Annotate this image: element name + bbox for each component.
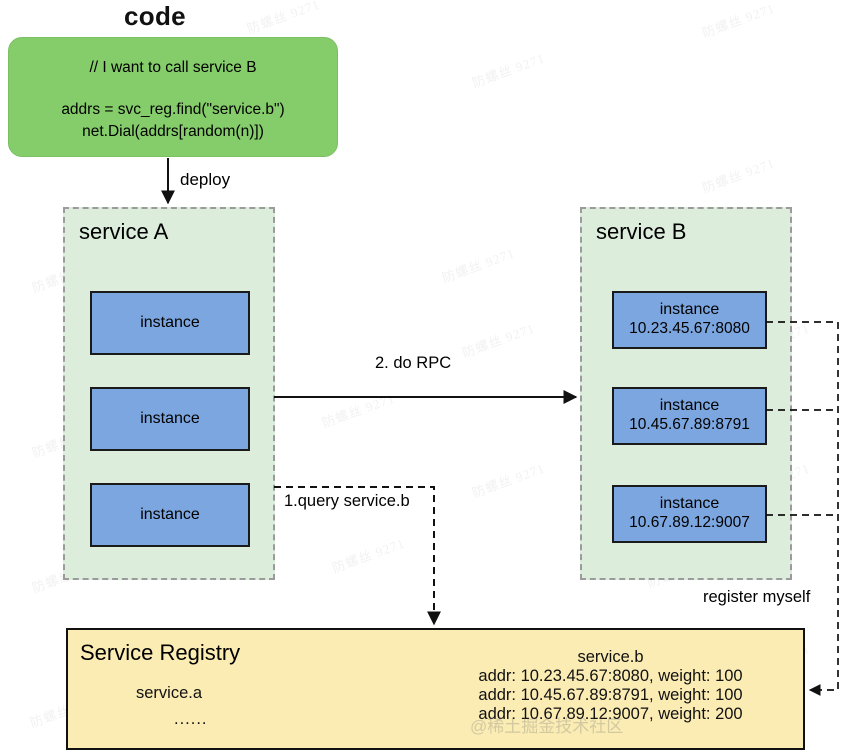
register-arrow <box>808 322 839 696</box>
registry-service-b-block: service.b addr: 10.23.45.67:8080, weight… <box>428 648 793 724</box>
instance-label: instance <box>140 313 200 331</box>
service-a-container: service A instance instance instance <box>63 207 275 580</box>
code-line-1: addrs = svc_reg.find("service.b") <box>61 101 285 118</box>
instance-label: instance <box>659 397 720 415</box>
watermark: 防螺丝 9271 <box>440 245 517 286</box>
registry-entry-row: addr: 10.23.45.67:8080, weight: 100 <box>478 667 743 685</box>
service-registry-container: Service Registry service.a ...... servic… <box>66 628 805 750</box>
rpc-edge-label: 2. do RPC <box>375 354 452 372</box>
service-a-instance: instance <box>90 483 250 547</box>
watermark: 防螺丝 9271 <box>700 0 777 41</box>
registry-ellipsis: ...... <box>174 710 208 728</box>
service-a-instance: instance <box>90 387 250 451</box>
service-b-instance: instance 10.67.89.12:9007 <box>612 485 767 543</box>
instance-label: instance <box>140 505 200 523</box>
service-b-instance: instance 10.45.67.89:8791 <box>612 387 767 445</box>
service-a-title: service A <box>79 219 169 244</box>
registry-entry-row: addr: 10.67.89.12:9007, weight: 200 <box>478 705 743 723</box>
watermark: 防螺丝 9271 <box>320 390 397 431</box>
instance-address: 10.23.45.67:8080 <box>629 320 750 338</box>
instance-address: 10.45.67.89:8791 <box>629 416 750 434</box>
instance-label: instance <box>659 301 720 319</box>
registry-entry-row: addr: 10.45.67.89:8791, weight: 100 <box>478 686 743 704</box>
watermark: 防螺丝 9271 <box>330 535 407 576</box>
watermark: 防螺丝 9271 <box>470 460 547 501</box>
watermark: 防螺丝 9271 <box>245 0 322 37</box>
registry-service-a-entry: service.a <box>136 684 203 702</box>
query-edge-label: 1.query service.b <box>284 492 410 510</box>
watermark: 防螺丝 9271 <box>700 155 777 196</box>
watermark: 防螺丝 9271 <box>460 320 537 361</box>
instance-label: instance <box>140 409 200 427</box>
register-edge-label: register myself <box>703 588 811 606</box>
instance-label: instance <box>659 495 720 513</box>
code-line-2: net.Dial(addrs[random(n)]) <box>82 123 264 140</box>
code-comment-line: // I want to call service B <box>89 59 257 76</box>
watermark: 防螺丝 9271 <box>470 50 547 91</box>
code-title: code <box>124 1 186 31</box>
service-b-instance: instance 10.23.45.67:8080 <box>612 291 767 349</box>
instance-address: 10.67.89.12:9007 <box>629 514 750 532</box>
deploy-edge-label: deploy <box>180 170 231 189</box>
registry-service-b-name: service.b <box>577 648 644 666</box>
registry-title: Service Registry <box>80 640 241 665</box>
service-b-title: service B <box>596 219 687 244</box>
service-a-instance: instance <box>90 291 250 355</box>
code-block: // I want to call service B addrs = svc_… <box>8 37 338 157</box>
service-b-container: service B instance 10.23.45.67:8080 inst… <box>580 207 792 580</box>
